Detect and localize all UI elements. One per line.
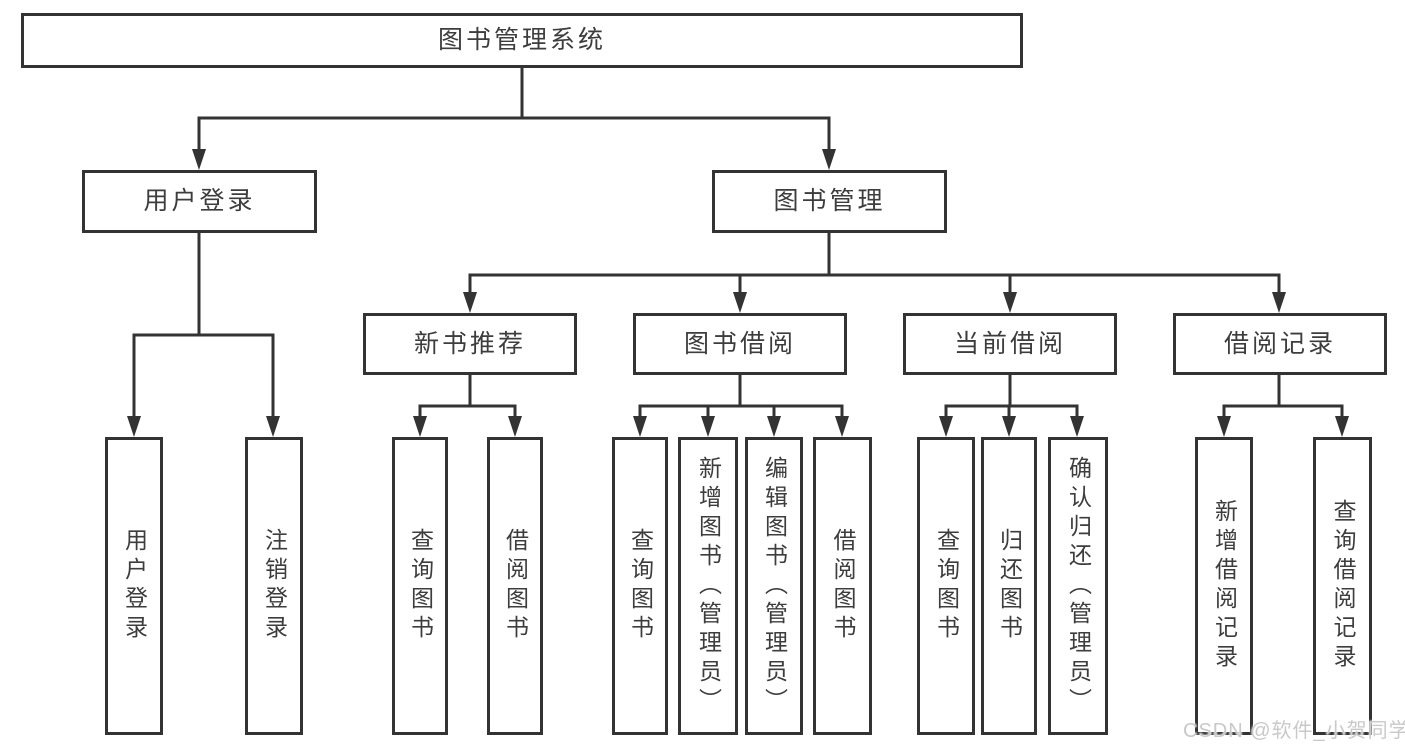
leaf-label: 借阅图书 [830, 528, 856, 644]
node-book-borrowing: 图书借阅 [633, 313, 847, 375]
node-label: 当前借阅 [953, 329, 1066, 358]
leaf-label: 查询借阅记录 [1330, 499, 1356, 673]
node-user-login: 用户登录 [82, 170, 317, 233]
leaf-current-confirm-return-admin: 确认归还（管理员） [1048, 437, 1108, 735]
node-label: 新书推荐 [413, 329, 526, 358]
connector-segments [132, 66, 1344, 420]
node-library-system: 图书管理系统 [21, 13, 1023, 68]
node-label: 图书管理系统 [437, 26, 606, 54]
leaf-current-return-books: 归还图书 [981, 437, 1037, 735]
leaf-newbook-borrow-books: 借阅图书 [487, 437, 543, 735]
leaf-label: 注销登录 [261, 528, 288, 644]
leaf-label: 新增借阅记录 [1211, 499, 1238, 673]
leaf-label: 借阅图书 [502, 528, 529, 644]
node-label: 用户登录 [143, 187, 256, 215]
leaf-borrow-borrow-books: 借阅图书 [813, 437, 872, 735]
leaf-user-login: 用户登录 [105, 437, 163, 735]
leaf-records-query-borrow-record: 查询借阅记录 [1313, 437, 1372, 735]
leaf-borrow-edit-books-admin: 编辑图书（管理员） [745, 437, 803, 735]
leaf-label: 确认归还（管理员） [1065, 455, 1092, 717]
leaf-label: 查询图书 [407, 528, 434, 644]
leaf-borrow-add-books-admin: 新增图书（管理员） [678, 437, 738, 735]
leaf-logout: 注销登录 [245, 437, 303, 735]
leaf-label: 查询图书 [933, 528, 960, 644]
leaf-label: 编辑图书（管理员） [761, 455, 788, 717]
csdn-watermark: CSDN @软件_小贺同学 [1183, 720, 1405, 742]
leaf-label: 查询图书 [627, 528, 654, 644]
leaf-borrow-query-books: 查询图书 [612, 437, 668, 735]
node-current-borrowing: 当前借阅 [903, 313, 1117, 375]
node-label: 图书管理 [773, 187, 886, 215]
arrowheads [127, 149, 1349, 437]
leaf-label: 新增图书（管理员） [695, 455, 722, 717]
node-borrowing-records: 借阅记录 [1173, 313, 1387, 375]
node-label: 借阅记录 [1223, 329, 1336, 358]
node-new-book-recommendation: 新书推荐 [363, 313, 577, 375]
node-label: 图书借阅 [683, 329, 796, 358]
leaf-current-query-books: 查询图书 [917, 437, 975, 735]
leaf-newbook-query-books: 查询图书 [392, 437, 448, 735]
leaf-label: 归还图书 [996, 528, 1023, 644]
leaf-records-add-borrow-record: 新增借阅记录 [1195, 437, 1253, 735]
node-book-management: 图书管理 [712, 170, 947, 233]
leaf-label: 用户登录 [121, 528, 148, 644]
